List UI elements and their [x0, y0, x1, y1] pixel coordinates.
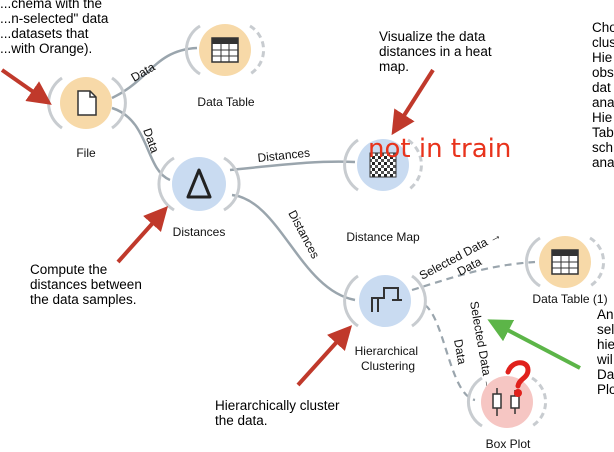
- annotation-clustering: Hierarchically cluster the data.: [215, 398, 340, 428]
- table-icon: [551, 249, 579, 275]
- box-plot-node[interactable]: [466, 360, 548, 428]
- distance-map-node[interactable]: [343, 138, 423, 192]
- link-label-data-boxplot: Data: [451, 338, 469, 366]
- distances-node-label: Distances: [173, 225, 226, 239]
- hierarchical-clustering-node[interactable]: [343, 274, 427, 328]
- link-label-distances-to-map: Distances: [257, 146, 311, 165]
- box-plot-node-label: Box Plot: [486, 437, 531, 451]
- red-arrow-file: [0, 68, 52, 105]
- red-arrow-clustering: [296, 325, 353, 387]
- annotation-top-left: ...chema with the ...n-selected" data ..…: [0, 0, 109, 56]
- red-arrow-distances: [116, 206, 168, 264]
- annotation-top-center: Visualize the data distances in a heat m…: [379, 29, 492, 74]
- link-label-file-to-table: Data: [129, 60, 158, 85]
- link-distances-to-map[interactable]: [229, 160, 356, 172]
- data-table-1-node-label: Data Table (1): [532, 292, 607, 306]
- file-icon: [77, 90, 97, 116]
- red-arrow-distance-map: [391, 68, 435, 136]
- green-arrow-selected: [487, 319, 581, 370]
- watermark-text: not in train: [368, 134, 511, 164]
- annotation-distances: Compute the distances between the data s…: [30, 262, 142, 307]
- data-table-node[interactable]: [184, 24, 266, 76]
- link-label-distances-to-clustering: Distances: [285, 208, 322, 261]
- heatmap-icon: [369, 152, 397, 178]
- annotation-top-right: Cho clus Hie obs dat ana Hie Tab sch ana: [592, 20, 614, 170]
- question-mark-icon: [505, 360, 531, 397]
- link-clustering-to-boxplot[interactable]: [424, 304, 476, 402]
- annotation-right-bottom: An sel hie wil Da Plo: [597, 307, 614, 397]
- data-table-1-node[interactable]: [524, 236, 606, 288]
- hierarchical-clustering-node-label: Hierarchical Clustering: [355, 344, 422, 373]
- distances-node[interactable]: [157, 156, 241, 212]
- data-table-node-label: Data Table: [197, 95, 254, 109]
- dendrogram-icon: [371, 287, 402, 312]
- link-clustering-to-table1[interactable]: [411, 260, 536, 292]
- delta-icon: [186, 168, 212, 199]
- table-icon: [211, 37, 239, 63]
- link-distances-to-clustering[interactable]: [231, 193, 356, 302]
- file-node[interactable]: [47, 76, 127, 130]
- file-node-label: File: [76, 146, 96, 160]
- distance-map-node-label: Distance Map: [346, 230, 420, 244]
